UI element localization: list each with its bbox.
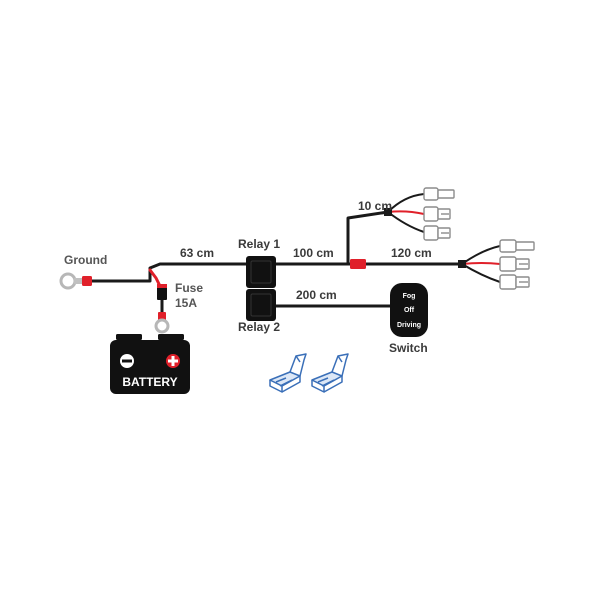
switch-fog-label: Fog <box>403 293 416 300</box>
upper-connector-3 <box>423 225 451 241</box>
switch-driving-label: Driving <box>397 322 421 329</box>
length-10-label: 10 cm <box>358 199 392 213</box>
battery-ring-terminal <box>154 312 170 334</box>
fuse-rating-label: 15A <box>175 296 197 310</box>
lower-connector-set <box>499 239 535 290</box>
length-63-label: 63 cm <box>180 246 214 260</box>
lower-connector-1 <box>499 239 535 253</box>
upper-fork-black-2 <box>387 211 425 233</box>
junction-connector <box>350 259 366 269</box>
switch-label: Switch <box>389 341 428 355</box>
ground-ring-terminal <box>59 272 92 290</box>
relay-2-label: Relay 2 <box>238 320 280 334</box>
lower-fork-red <box>461 262 501 265</box>
lower-connector-2 <box>499 256 530 272</box>
lower-fork-black-1 <box>461 245 501 265</box>
upper-connector-set <box>423 187 455 241</box>
lower-fork-block <box>458 260 466 268</box>
length-120-label: 120 cm <box>391 246 432 260</box>
battery-icon: BATTERY <box>110 334 190 394</box>
length-200-label: 200 cm <box>296 288 337 302</box>
branch-up-wire <box>346 210 390 266</box>
upper-connector-1 <box>423 187 455 201</box>
relay-1 <box>246 256 276 288</box>
tap-connector-2 <box>311 353 349 393</box>
tap-connector-1 <box>269 353 307 393</box>
upper-fork-block <box>384 208 392 216</box>
upper-fork-red <box>387 210 425 215</box>
fuse-holder <box>157 284 167 300</box>
ground-label: Ground <box>64 253 107 267</box>
length-100-label: 100 cm <box>293 246 334 260</box>
lower-fork-black-2 <box>461 263 501 283</box>
upper-connector-2 <box>423 206 451 222</box>
lower-connector-3 <box>499 274 530 290</box>
relay-1-label: Relay 1 <box>238 237 280 251</box>
labels: Ground Fuse 15A 63 cm Relay 1 Relay 2 10… <box>64 199 432 355</box>
relay-2 <box>246 289 276 321</box>
rocker-switch: Fog Off Driving <box>390 283 428 337</box>
battery-label: BATTERY <box>122 375 177 389</box>
ground-wire <box>84 262 248 283</box>
upper-fork-black-1 <box>387 193 425 213</box>
fuse-label: Fuse <box>175 281 203 295</box>
switch-off-label: Off <box>404 307 415 314</box>
